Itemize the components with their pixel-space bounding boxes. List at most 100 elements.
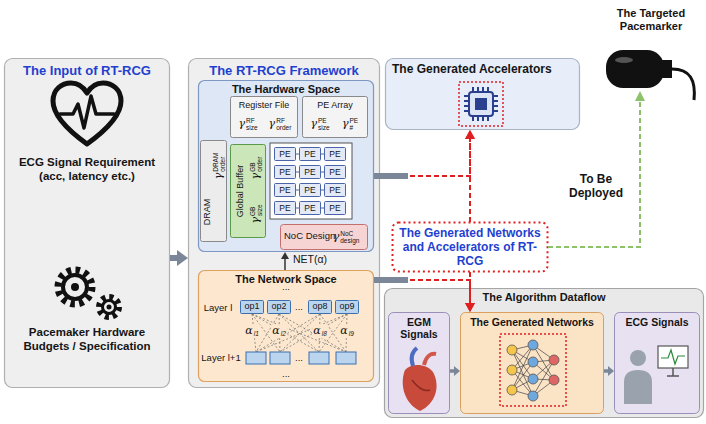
box-title: PE	[324, 167, 346, 177]
anatomical-heart-icon	[424, 354, 436, 365]
symbol-indices: PE#	[349, 118, 358, 131]
gears-icon	[58, 270, 92, 304]
node-outline	[385, 289, 704, 418]
arrow-head	[465, 303, 475, 312]
node-box: PE	[274, 201, 296, 215]
neural-network-icon	[500, 334, 566, 406]
box-title: The Hardware Space	[198, 83, 374, 96]
patient-monitor-icon	[667, 368, 679, 376]
connector-line	[284, 257, 286, 270]
symbol-indices: l2	[281, 331, 286, 338]
connector-line	[374, 277, 408, 283]
chip-icon	[464, 87, 498, 121]
node-box: ECG Signals	[614, 312, 700, 414]
math-symbol: αl2	[271, 324, 287, 338]
node-outline	[389, 313, 450, 414]
node-outline	[275, 202, 296, 215]
next-layer-ops	[270, 352, 290, 364]
box-title: op9	[335, 301, 359, 312]
box-title: The Input of RT-RCG	[4, 63, 170, 78]
math-symbol: γPEsize	[310, 118, 329, 131]
symbol-base: α	[245, 325, 252, 337]
neural-network-icon	[507, 385, 517, 395]
symbol-subscript: order	[256, 157, 263, 172]
node-outline	[615, 313, 700, 414]
gears-icon	[99, 297, 119, 317]
annotation: ...	[295, 353, 303, 363]
symbol-subscript: design	[340, 237, 359, 244]
node-box: PE	[299, 147, 321, 161]
gears-icon	[71, 283, 79, 291]
pacemaker-icon	[660, 60, 672, 78]
box-title: PE	[324, 185, 346, 195]
annotation: To Be Deployed	[556, 172, 636, 201]
symbol-base: γ	[238, 118, 245, 130]
annotation: Layer l	[204, 303, 233, 313]
annotation: ...	[282, 369, 290, 379]
node-box: op1	[240, 300, 264, 314]
node-box: op8	[308, 300, 332, 314]
box-title: The Generated Networks	[460, 316, 604, 328]
box-title: ECG Signals	[614, 316, 700, 328]
pacemaker-icon	[606, 50, 694, 100]
symbol-base: α	[272, 325, 279, 337]
node-box: The Algorithm DataflowEGM SignalsThe Gen…	[384, 288, 704, 418]
box-title: Register File	[230, 100, 298, 111]
chip-icon	[469, 92, 493, 116]
box-title: DRAM	[202, 199, 213, 226]
symbol-indices: GBorder	[250, 157, 263, 172]
symbol-subscript: #	[349, 124, 358, 131]
math-symbol: γDRAMorder	[213, 153, 226, 180]
chip-icon	[459, 82, 503, 126]
inner-box-fill	[201, 97, 368, 314]
neural-network-icon	[549, 355, 559, 365]
box-title: PE	[299, 167, 321, 177]
node-box: The Generated Networks	[460, 312, 604, 414]
node-box: PE	[274, 147, 296, 161]
box-title: Global Buffer	[235, 165, 246, 217]
arrow-head	[281, 252, 289, 259]
box-title: PE	[299, 149, 321, 159]
connector-line	[410, 280, 470, 305]
neural-network-icon	[528, 357, 538, 367]
node-outline	[300, 148, 321, 161]
box-title: PE	[274, 185, 296, 195]
symbol-base: γ	[213, 173, 225, 180]
node-box: PE	[299, 165, 321, 179]
box-text: Pacemaker Hardware Budgets / Specificati…	[10, 326, 164, 353]
symbol-indices: l8	[322, 331, 327, 338]
pacemaker-icon	[606, 50, 664, 88]
box-title: op2	[267, 301, 291, 312]
box-title: PE	[274, 167, 296, 177]
node-outline	[300, 202, 321, 215]
node-outline	[231, 97, 298, 138]
annotation: Layer l+1	[201, 353, 240, 363]
node-box: EGM Signals	[388, 312, 450, 414]
symbol-subscript: l9	[349, 331, 354, 338]
symbol-subscript: l8	[322, 331, 327, 338]
node-outline	[199, 271, 374, 382]
annotation: The Targeted Pacemarker	[598, 7, 704, 33]
symbol-indices: l9	[349, 331, 354, 338]
node-outline	[336, 301, 359, 314]
box-title: PE	[324, 149, 346, 159]
connector	[281, 252, 289, 270]
connector-line	[410, 137, 470, 176]
pacemaker-icon	[615, 57, 633, 63]
gears-icon	[63, 275, 87, 299]
patient-monitor-icon	[624, 370, 652, 404]
node-outline	[231, 145, 266, 238]
patient-monitor-icon	[658, 346, 688, 368]
arrow-head	[465, 303, 475, 312]
arrow-head	[608, 366, 614, 376]
node-outline	[300, 184, 321, 197]
node-box: PE	[274, 183, 296, 197]
symbol-base: γ	[342, 118, 349, 130]
node-box: The RT-RCG FrameworkThe Hardware SpaceRe…	[188, 58, 380, 388]
edge-label: NET(α)	[291, 254, 329, 266]
anatomical-heart-icon	[412, 380, 430, 391]
math-symbol: αl9	[339, 324, 355, 338]
symbol-indices: RFsize	[246, 118, 258, 131]
connector	[450, 366, 460, 376]
